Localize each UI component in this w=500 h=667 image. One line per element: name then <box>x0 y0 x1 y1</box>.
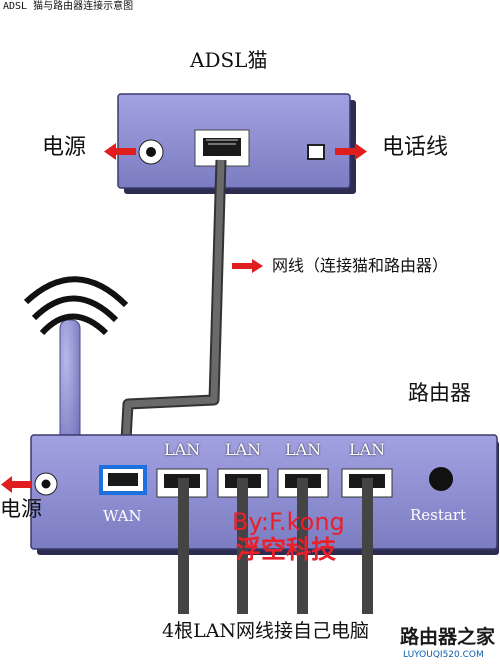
modem-device <box>117 93 356 194</box>
restart-button-hole <box>429 467 453 491</box>
lan-label-2: LAN <box>225 440 262 459</box>
router-power-jack-hole <box>41 479 51 489</box>
router-antenna <box>23 276 129 451</box>
modem-power-jack-hole <box>146 147 156 157</box>
lan-cables-label: 4根LAN网线接自己电脑 <box>162 620 370 642</box>
modem-router-cable <box>120 159 225 477</box>
site-logo-url: LUYOUQI520.COM <box>403 650 484 660</box>
router-power-arrow <box>1 476 32 493</box>
wifi-wave-2 <box>31 295 119 323</box>
site-logo-text: 路由器之家 <box>400 626 496 648</box>
router-power-label: 电源 <box>0 497 42 521</box>
lan-label-4: LAN <box>349 440 386 459</box>
lan-cable-4 <box>362 478 373 614</box>
modem-power-label: 电源 <box>42 135 87 160</box>
modem-title: ADSL猫 <box>190 48 268 72</box>
modem-phone-arrow <box>335 143 367 160</box>
diagram-caption: ADSL 猫与路由器连接示意图 <box>3 1 134 12</box>
wan-port-socket <box>108 473 138 486</box>
lan-cable-1 <box>178 478 189 614</box>
lan-cables <box>178 478 373 614</box>
cable-label: 网线（连接猫和路由器） <box>272 256 449 275</box>
modem-port-socket <box>203 138 241 156</box>
lan-cable-3 <box>297 478 308 614</box>
wan-label: WAN <box>103 507 142 525</box>
router-title: 路由器 <box>408 381 471 405</box>
router-device <box>30 434 499 555</box>
lan-label-3: LAN <box>285 440 322 459</box>
watermark-author: By:F.kong <box>232 508 345 536</box>
cable-label-arrow <box>232 259 263 273</box>
lan-label-1: LAN <box>164 440 201 459</box>
modem-phone-port <box>307 144 325 160</box>
modem-port-pins <box>206 139 238 145</box>
watermark-brand: 浮空科技 <box>236 535 337 564</box>
wifi-wave-1 <box>39 313 109 336</box>
lan-cable-2 <box>237 478 248 614</box>
wifi-wave-3 <box>23 276 129 308</box>
modem-router-cable-outline <box>118 159 227 477</box>
restart-label: Restart <box>410 506 467 524</box>
modem-phone-label: 电话线 <box>382 135 449 160</box>
modem-power-arrow <box>104 143 136 160</box>
antenna-rod <box>59 319 81 451</box>
